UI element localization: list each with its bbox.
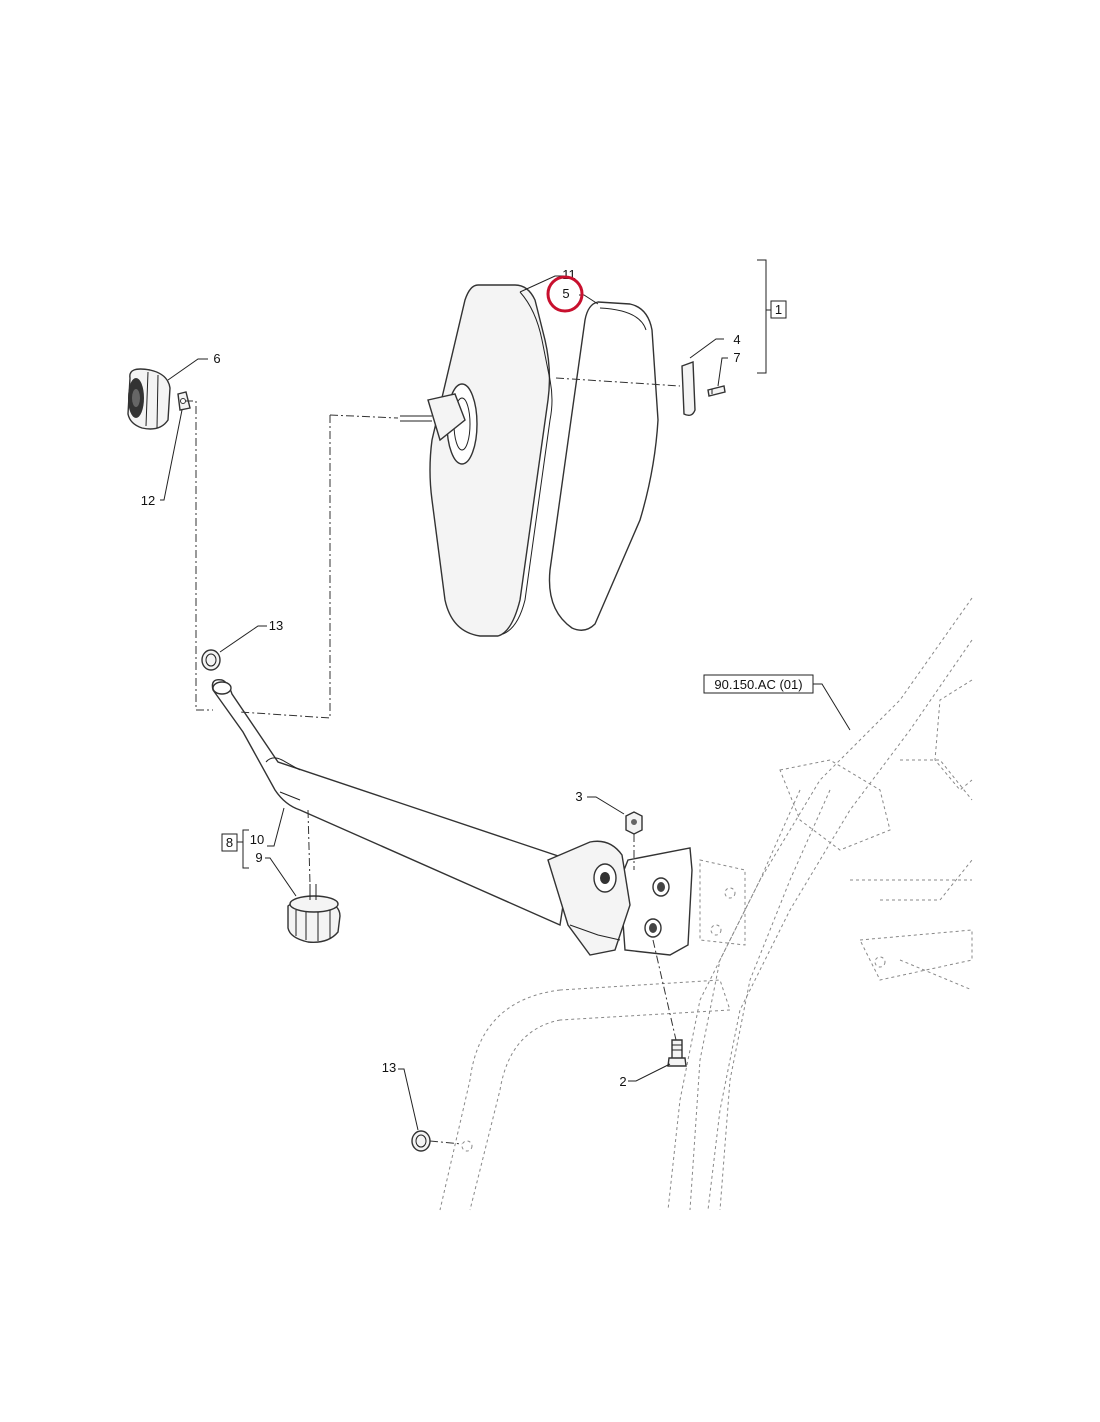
callout-4: 4 bbox=[733, 332, 740, 347]
reference-label: 90.150.AC (01) bbox=[714, 677, 802, 692]
callout-1: 1 bbox=[775, 302, 782, 317]
callout-3: 3 bbox=[575, 789, 582, 804]
callout-5: 5 bbox=[562, 286, 569, 301]
callout-7: 7 bbox=[733, 350, 740, 365]
reference-box: 90.150.AC (01) bbox=[703, 674, 814, 694]
mirror-glass bbox=[548, 301, 659, 631]
plug-upper bbox=[201, 649, 221, 671]
assembly-lines bbox=[185, 377, 681, 1145]
callout-10: 10 bbox=[250, 832, 264, 847]
mirror-stud bbox=[400, 393, 466, 442]
leader-lines bbox=[160, 275, 851, 1131]
nut bbox=[625, 811, 643, 835]
callout-12: 12 bbox=[141, 493, 155, 508]
hinge-bracket bbox=[547, 840, 693, 956]
callout-6: 6 bbox=[213, 351, 220, 366]
plug-lower bbox=[411, 1130, 431, 1152]
clip-screw bbox=[707, 385, 726, 397]
adjustment-knob bbox=[127, 368, 171, 430]
callout-9: 9 bbox=[255, 850, 262, 865]
callout-2: 2 bbox=[619, 1074, 626, 1089]
mirror-housing bbox=[429, 284, 553, 637]
mirror-arm bbox=[211, 679, 571, 927]
highlight-circle bbox=[546, 275, 584, 313]
lower-knob bbox=[287, 884, 341, 943]
cab-frame bbox=[439, 597, 973, 1211]
callout-13-upper: 13 bbox=[269, 618, 283, 633]
assembly-bracket-1: 1 bbox=[757, 259, 787, 374]
bolt bbox=[667, 1039, 687, 1067]
callout-13-lower: 13 bbox=[382, 1060, 396, 1075]
callout-8: 8 bbox=[226, 835, 233, 850]
assembly-bracket-8: 8 bbox=[221, 829, 249, 869]
washer bbox=[177, 391, 191, 411]
retaining-clip bbox=[681, 361, 696, 417]
